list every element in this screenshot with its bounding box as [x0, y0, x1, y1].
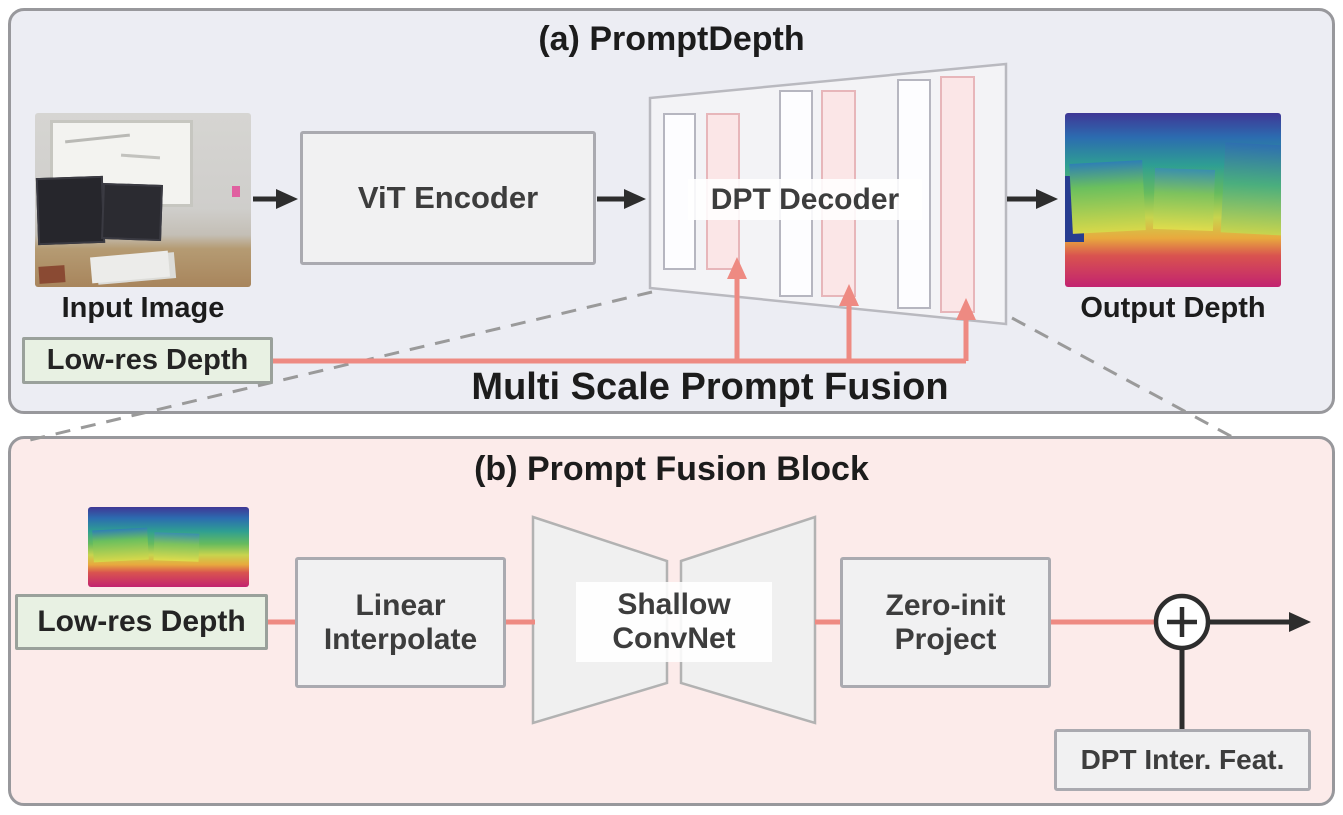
- desk-object-shape: [38, 265, 66, 285]
- vit-encoder-box: ViT Encoder: [300, 131, 596, 265]
- input-image: [35, 113, 251, 287]
- low-res-depth-box-a: Low-res Depth: [22, 337, 273, 384]
- monitor-shape: [36, 176, 105, 246]
- shallow-convnet-label: Shallow ConvNet: [576, 582, 772, 662]
- low-res-depth-box-b: Low-res Depth: [15, 594, 268, 650]
- dpt-inter-feat-box: DPT Inter. Feat.: [1054, 729, 1311, 791]
- output-depth-label: Output Depth: [1080, 292, 1266, 324]
- depth-monitor-shape-2: [1152, 167, 1216, 231]
- zero-init-project-box: Zero-init Project: [840, 557, 1051, 688]
- low-res-depth-image: [88, 507, 249, 587]
- panel-b-title: (b) Prompt Fusion Block: [474, 450, 869, 488]
- output-depth-image: [1065, 113, 1281, 287]
- panel-a-title: (a) PromptDepth: [538, 20, 805, 58]
- sticky-note-shape: [231, 186, 241, 197]
- linear-interpolate-box: Linear Interpolate: [295, 557, 506, 688]
- depth-monitor-shape: [1069, 159, 1147, 234]
- input-image-label: Input Image: [61, 292, 225, 324]
- papers-shape: [90, 250, 170, 284]
- monitor-shape-2: [100, 183, 164, 242]
- depth-monitor-shape: [92, 527, 149, 563]
- depth-monitor-shape-2: [153, 531, 200, 562]
- multi-scale-prompt-fusion-caption: Multi Scale Prompt Fusion: [471, 366, 949, 408]
- dpt-decoder-label: DPT Decoder: [688, 179, 922, 220]
- depth-monitor-shape-3: [1220, 142, 1281, 237]
